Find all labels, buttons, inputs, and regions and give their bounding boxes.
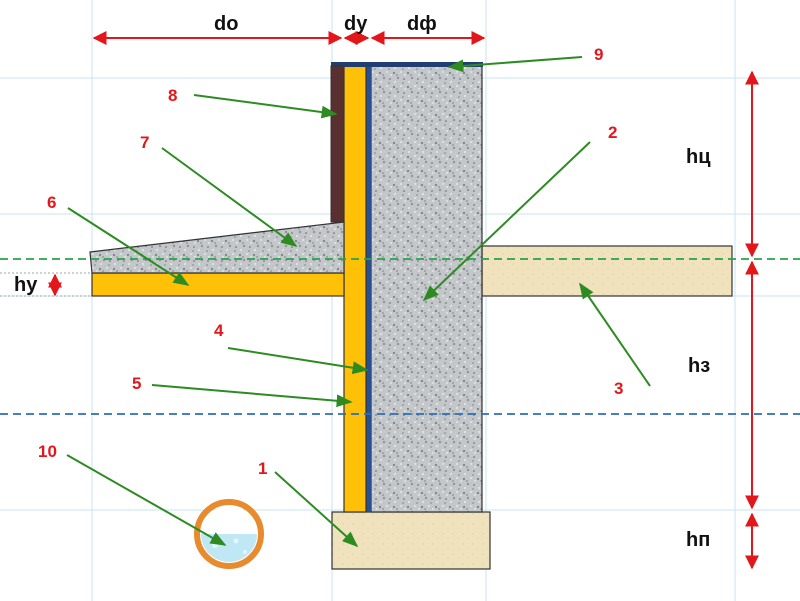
- callout-9: 9: [594, 45, 603, 64]
- backfill-soil: [481, 245, 733, 297]
- waterproofing-layer: [366, 66, 371, 512]
- callout-2: 2: [608, 123, 617, 142]
- horizontal-insulation: [91, 272, 345, 297]
- h-p-label: hп: [686, 529, 710, 551]
- leader-arrows: [66, 56, 651, 548]
- callout-1: 1: [258, 459, 267, 478]
- h-u-label: hу: [14, 274, 38, 296]
- vertical-insulation: [343, 65, 367, 513]
- leader-4: [227, 347, 369, 375]
- dimension-arrows: [48, 31, 759, 570]
- leader-8: [193, 94, 338, 119]
- callout-10: 10: [38, 442, 57, 461]
- leader-6: [67, 207, 190, 286]
- sand-cushion: [331, 511, 491, 570]
- callout-5: 5: [132, 374, 141, 393]
- leader-5: [151, 384, 353, 408]
- callout-7: 7: [140, 133, 149, 152]
- foundation-wall: [370, 65, 483, 513]
- leader-10: [66, 454, 227, 546]
- protective-plinth-layer: [330, 65, 345, 223]
- leader-2: [422, 141, 591, 302]
- leader-1: [274, 471, 359, 548]
- d-u-label: dу: [344, 13, 368, 35]
- d-o-label: do: [214, 13, 238, 35]
- top-cap: [331, 62, 483, 67]
- callout-4: 4: [214, 321, 224, 340]
- callout-3: 3: [614, 379, 623, 398]
- leader-9: [447, 56, 583, 73]
- leader-3: [579, 282, 651, 387]
- hu-guides: [0, 272, 90, 297]
- d-f-label: dф: [407, 13, 437, 35]
- h-z-label: hз: [688, 355, 710, 377]
- callout-8: 8: [168, 86, 177, 105]
- h-c-label: hц: [686, 146, 711, 168]
- leader-7: [161, 147, 298, 247]
- callout-6: 6: [47, 193, 56, 212]
